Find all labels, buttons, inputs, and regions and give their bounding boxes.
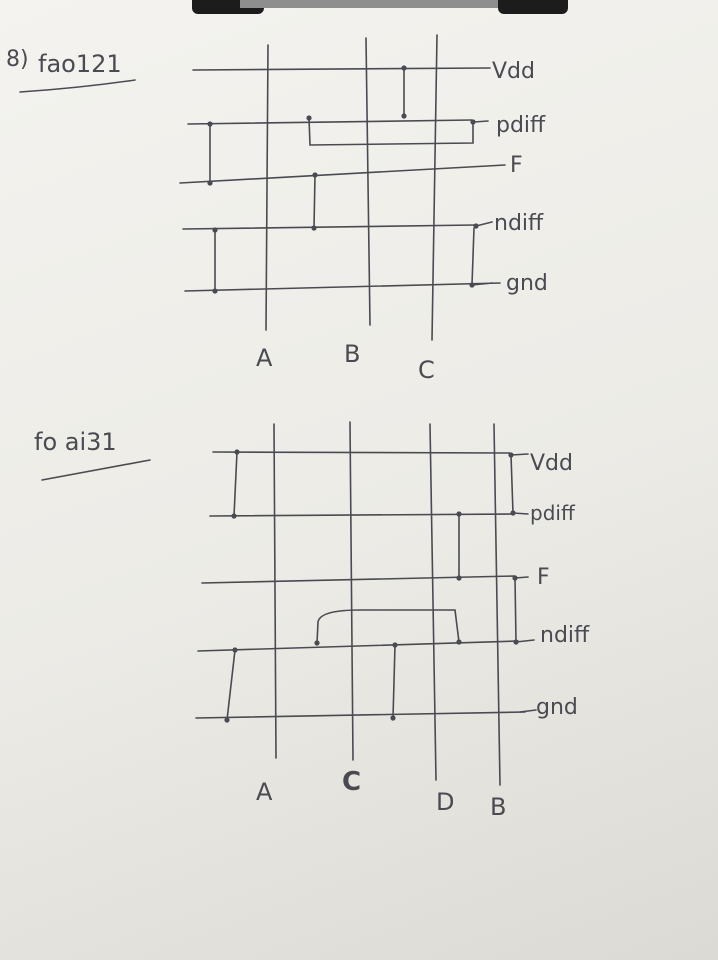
d1-label-vdd: Vdd xyxy=(492,59,535,84)
diagram2-title: fo ai31 xyxy=(34,428,117,456)
d2-contact-gnd-mid xyxy=(392,644,396,719)
d2-rail-f xyxy=(201,575,516,584)
d1-rail-gnd xyxy=(184,282,501,292)
d1-rail-pdiff xyxy=(187,119,473,125)
d2-rail-pdiff xyxy=(209,513,513,517)
d2-input-a: A xyxy=(256,778,273,806)
clipboard-clip-right xyxy=(498,0,568,14)
d2-label-vdd: Vdd xyxy=(530,451,573,476)
d2-contact-f-ndiff xyxy=(514,577,517,643)
d1-label-gnd: gnd xyxy=(506,271,548,296)
d1-label-f: F xyxy=(510,153,523,178)
d2-label-f: F xyxy=(537,565,550,590)
d2-ndiff-bridge xyxy=(316,609,460,644)
d2-input-c: C xyxy=(342,767,361,797)
d2-input-b: B xyxy=(490,793,506,821)
d1-gate-a xyxy=(265,44,269,331)
d1-input-c: C xyxy=(418,356,435,384)
d1-input-a: A xyxy=(256,344,273,372)
d1-contact-f-ndiff xyxy=(313,174,316,229)
d2-label-gnd: gnd xyxy=(536,695,578,720)
d2-contact-gnd-left xyxy=(226,649,236,721)
d1-pdiff-bridge xyxy=(308,117,474,146)
diagram1-number: 8) xyxy=(6,47,29,72)
d2-gate-c xyxy=(349,421,354,761)
d2-rail-gnd xyxy=(195,711,526,719)
d1-rail-vdd xyxy=(192,67,491,71)
d2-rail-vdd xyxy=(212,451,511,454)
d1-gate-b xyxy=(365,37,371,326)
d1-rail-f xyxy=(179,164,506,184)
d2-contact-vdd xyxy=(233,451,238,517)
d2-label-ndiff: ndiff xyxy=(540,623,590,648)
diagram2-title-underline xyxy=(41,459,151,481)
d2-label-pdiff: pdiff xyxy=(530,501,576,525)
d1-input-b: B xyxy=(344,340,360,368)
d1-label-ndiff: ndiff xyxy=(494,211,544,236)
d2-contact-vdd-right xyxy=(510,454,514,514)
d2-gate-d xyxy=(429,423,437,781)
diagram1: 8) fao121 xyxy=(6,34,548,384)
diagram1-title: fao121 xyxy=(38,50,122,78)
diagram2: fo ai31 xyxy=(34,421,590,821)
d1-rail-ndiff xyxy=(182,224,476,230)
d2-rail-ndiff xyxy=(197,640,519,652)
clipboard-clip-bar xyxy=(240,0,510,8)
d2-input-d: D xyxy=(436,788,454,816)
d1-contact-right xyxy=(471,227,475,286)
diagram1-title-underline xyxy=(19,79,136,93)
d2-gate-a xyxy=(273,423,277,759)
d2-gate-b xyxy=(493,423,501,786)
d1-label-pdiff: pdiff xyxy=(496,113,546,138)
d1-gate-c xyxy=(431,34,438,341)
